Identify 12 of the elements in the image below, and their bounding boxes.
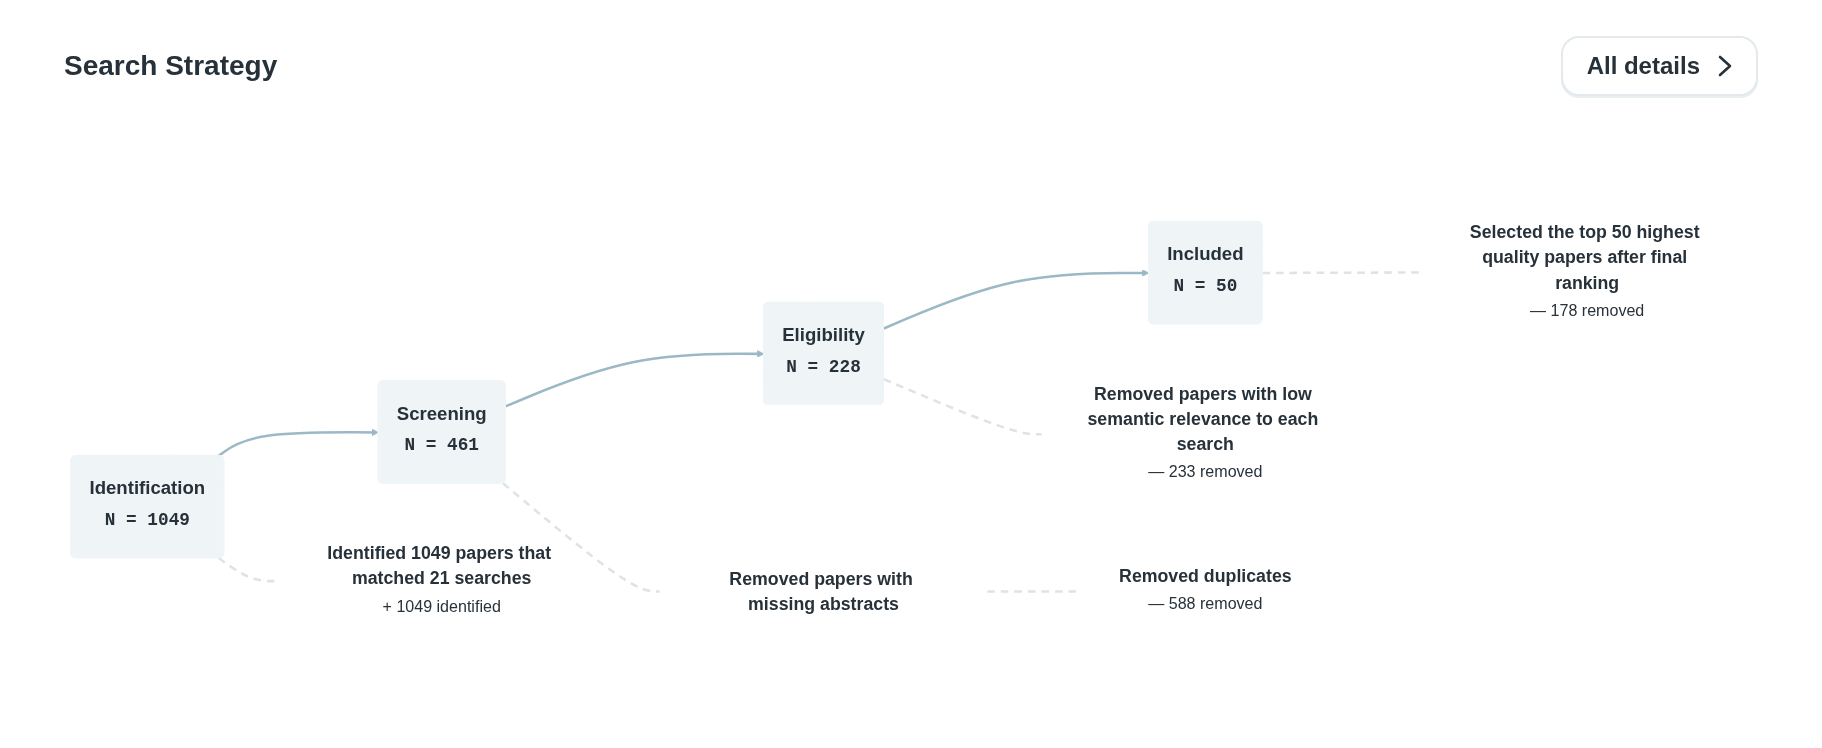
node-text: Selected the top 50 highest quality papers after final ranking — 178 removed (1469, 221, 1700, 319)
node-text: Removed duplicates — 588 removed (1119, 565, 1292, 613)
connector (502, 481, 660, 593)
details-button: All details (1560, 36, 1758, 96)
node-text: Removed papers with missing abstracts (729, 568, 913, 613)
node-text: Removed papers with low semantic relevance to each search — 233 removed (1087, 383, 1319, 481)
node-text: Identified 1049 papers that matched 21 searches + 1049 identified (327, 542, 552, 615)
arrow (505, 349, 765, 407)
connector (883, 377, 1042, 436)
arrow (217, 428, 379, 457)
arrow (883, 268, 1150, 330)
title: Search Strategy (64, 50, 278, 82)
